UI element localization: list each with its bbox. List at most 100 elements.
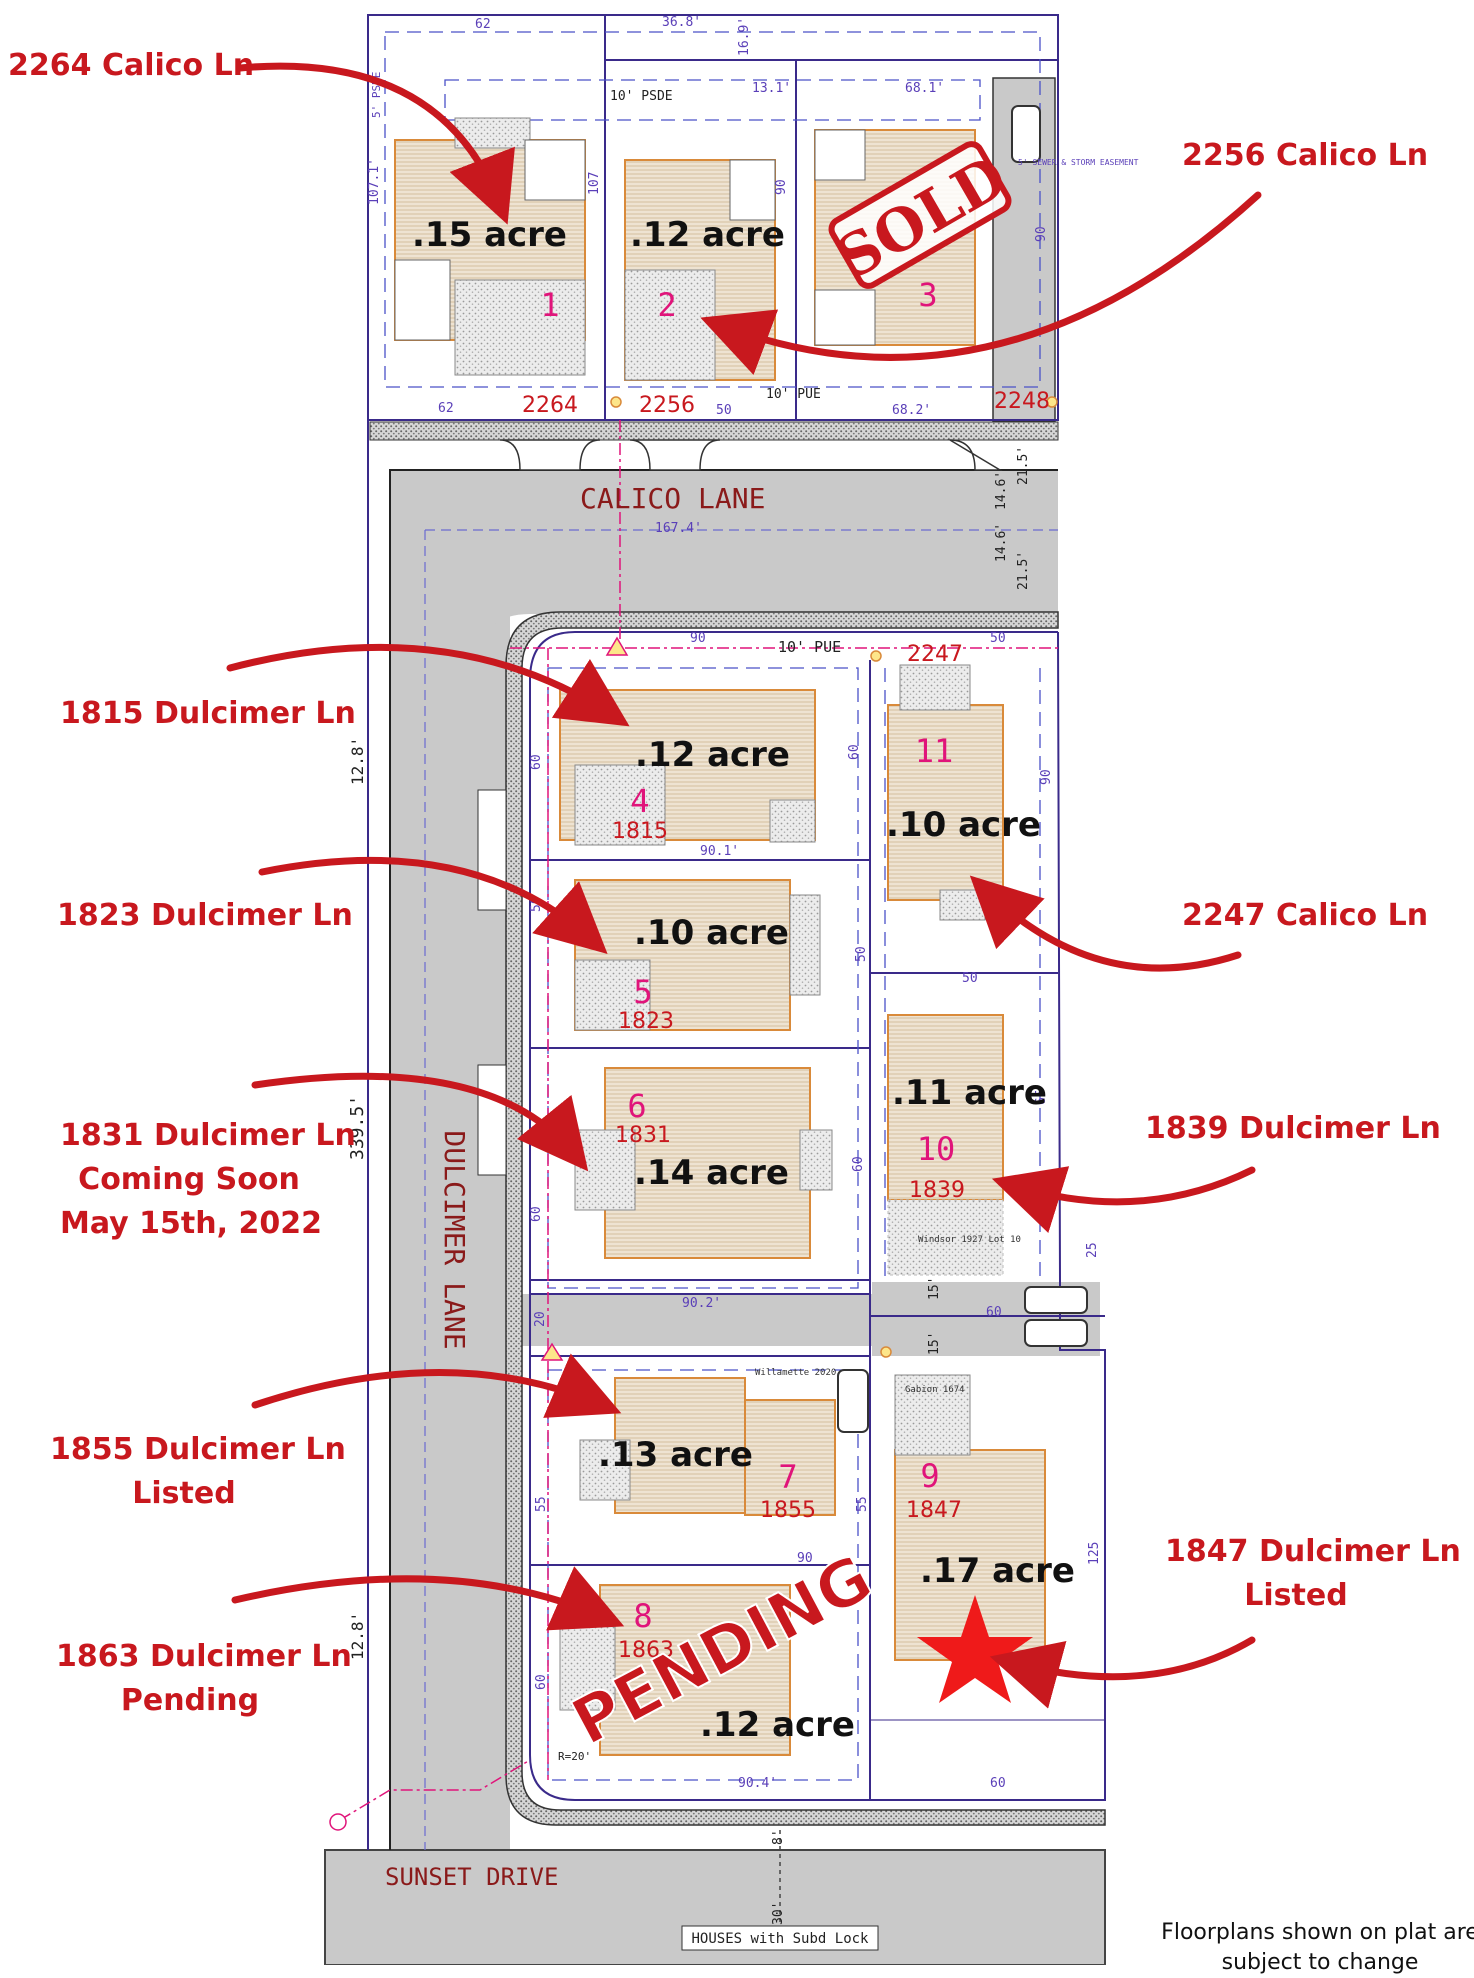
dim: 14.6'	[994, 523, 1009, 562]
lot-acre-11: .10 acre	[886, 805, 1041, 845]
callout-2247-calico: 2247 Calico Ln	[1182, 894, 1428, 938]
floorplan-lot-5	[574, 879, 821, 1031]
lot-address-2: 2256	[639, 393, 695, 418]
lot-number-11: 11	[915, 732, 954, 770]
dim: 65	[1034, 1089, 1049, 1105]
dim: 21.5'	[1016, 446, 1031, 485]
lot-acre-10: .11 acre	[892, 1073, 1047, 1113]
sunset-drive-label: SUNSET DRIVE	[385, 1863, 558, 1891]
inner-curb	[505, 611, 1106, 1826]
lot-address-1: 2264	[522, 393, 578, 418]
dim: 10' PUE	[766, 387, 821, 402]
dim: 90	[774, 179, 789, 195]
floorplan-lot-10	[887, 1014, 1004, 1276]
callout-text: 2264 Calico Ln	[8, 48, 255, 83]
street-names: CALICO LANE DULCIMER LANE SUNSET DRIVE H…	[385, 482, 879, 1951]
dim: 30'	[771, 1902, 786, 1925]
floorplan-lot-1	[394, 117, 586, 376]
lot-acre-9: .17 acre	[920, 1551, 1075, 1591]
plan-name: Gabion 1674	[905, 1385, 965, 1395]
car-icon-alley-2	[1024, 1319, 1088, 1347]
dim: 12.8'	[348, 1612, 367, 1660]
dim: 68.2'	[892, 403, 931, 418]
dim: 10' PUE	[778, 638, 841, 656]
lot-acre-8: .12 acre	[700, 1705, 855, 1745]
dim: 60	[990, 1776, 1006, 1791]
arrow-1823	[258, 856, 608, 955]
callout-text-line3: May 15th, 2022	[60, 1206, 322, 1241]
callout-text: 2256 Calico Ln	[1182, 138, 1429, 173]
driveway-cut-2	[629, 439, 721, 471]
dim: 60	[529, 1206, 544, 1222]
lot-acre-4: .12 acre	[635, 735, 790, 775]
dim: R=20'	[558, 1750, 591, 1763]
floorplan-lot-11	[887, 664, 1004, 921]
lot-address-3: 2248	[994, 389, 1050, 414]
dim: 125	[1087, 1542, 1102, 1565]
callout-arrows	[226, 62, 1262, 1709]
callout-text-line1: 1847 Dulcimer Ln	[1165, 1534, 1461, 1569]
dim: 15'	[927, 1277, 942, 1300]
lot-address-7: 1855	[760, 1498, 816, 1523]
dim: 36.8'	[662, 15, 701, 30]
star-icon	[917, 1595, 1033, 1703]
lot-acre-7: .13 acre	[598, 1435, 753, 1475]
callout-text-line2: Listed	[1244, 1578, 1348, 1613]
callout-text-line1: 1863 Dulcimer Ln	[56, 1639, 352, 1674]
arrow-1839	[991, 1166, 1256, 1234]
plan-name: Windsor 1927 Lot 10	[918, 1235, 1021, 1245]
bottom-label-box	[681, 1925, 879, 1951]
calico-sidewalk	[369, 421, 1059, 441]
dim: 10' PSDE	[610, 89, 673, 104]
utility-point-icon-3	[1046, 396, 1058, 408]
lot-number-8: 8	[633, 1597, 652, 1635]
lot-address-6: 1831	[615, 1123, 671, 1148]
arrow-1847	[989, 1636, 1256, 1709]
utility-point-icon-4	[880, 1346, 892, 1358]
lot-number-1: 1	[540, 286, 559, 324]
lot-number-9: 9	[920, 1457, 939, 1495]
floorplan-lot-7	[579, 1369, 869, 1516]
dim: 90.2'	[682, 1296, 721, 1311]
street-edge-line	[389, 469, 1058, 1850]
callout-1831-dulcimer: 1831 Dulcimer Ln Coming Soon May 15th, 2…	[60, 1114, 356, 1246]
dim: 90.4'	[738, 1776, 777, 1791]
lot-labels: 1 2 3 4 11 5 10 6 7 9 8 2264 2256 2248 2…	[412, 215, 1075, 1745]
arrow-2256	[700, 191, 1262, 375]
callout-text-line1: 1855 Dulcimer Ln	[50, 1432, 346, 1467]
easement-label: 5' SEWER & STORM EASEMENT	[1018, 158, 1139, 167]
dim: 167.4'	[655, 521, 702, 536]
lot-address-10: 1839	[909, 1178, 965, 1203]
lot-address-8: 1863	[618, 1638, 674, 1663]
callout-2256-calico: 2256 Calico Ln	[1182, 134, 1428, 178]
bottom-label: HOUSES with Subd Lock	[691, 1931, 869, 1947]
driveway-cut-5	[477, 1064, 507, 1176]
dim: 60	[529, 754, 544, 770]
plan-name: Willamette 2020	[755, 1368, 836, 1378]
arrow-2264	[236, 62, 515, 225]
callout-1855-dulcimer: 1855 Dulcimer Ln Listed	[50, 1428, 346, 1516]
dimension-labels: 62 36.8' 16.9' 13.1' 68.1' 10' PSDE 5' P…	[347, 15, 1139, 1925]
dim: 90	[1034, 226, 1049, 242]
triangle-marker-icon-2	[540, 1342, 564, 1361]
callout-text: 2247 Calico Ln	[1182, 898, 1429, 933]
dim: 50	[990, 631, 1006, 646]
floorplan-lot-2	[624, 159, 776, 381]
dim: 21.5'	[1016, 551, 1031, 590]
callout-2264-calico: 2264 Calico Ln	[8, 44, 254, 88]
car-icon-alley-1	[1024, 1286, 1088, 1314]
callout-1839-dulcimer: 1839 Dulcimer Ln	[1145, 1107, 1441, 1151]
floorplan-lot-8	[559, 1584, 791, 1756]
disclaimer-line1: Floorplans shown on plat are	[1161, 1920, 1474, 1945]
car-icon-lot-7	[837, 1369, 869, 1433]
driveway-cut-1	[499, 439, 601, 471]
lot-number-6: 6	[627, 1087, 646, 1125]
dim: 90	[690, 631, 706, 646]
dim: 107.1'	[367, 158, 382, 205]
utility-point-icon	[870, 650, 882, 662]
dim: 60	[986, 1305, 1002, 1320]
callout-1847-dulcimer: 1847 Dulcimer Ln Listed	[1165, 1530, 1461, 1618]
arrow-1855	[251, 1353, 622, 1418]
calico-lane-surface	[390, 470, 1058, 1875]
dim: 90	[1039, 769, 1054, 785]
